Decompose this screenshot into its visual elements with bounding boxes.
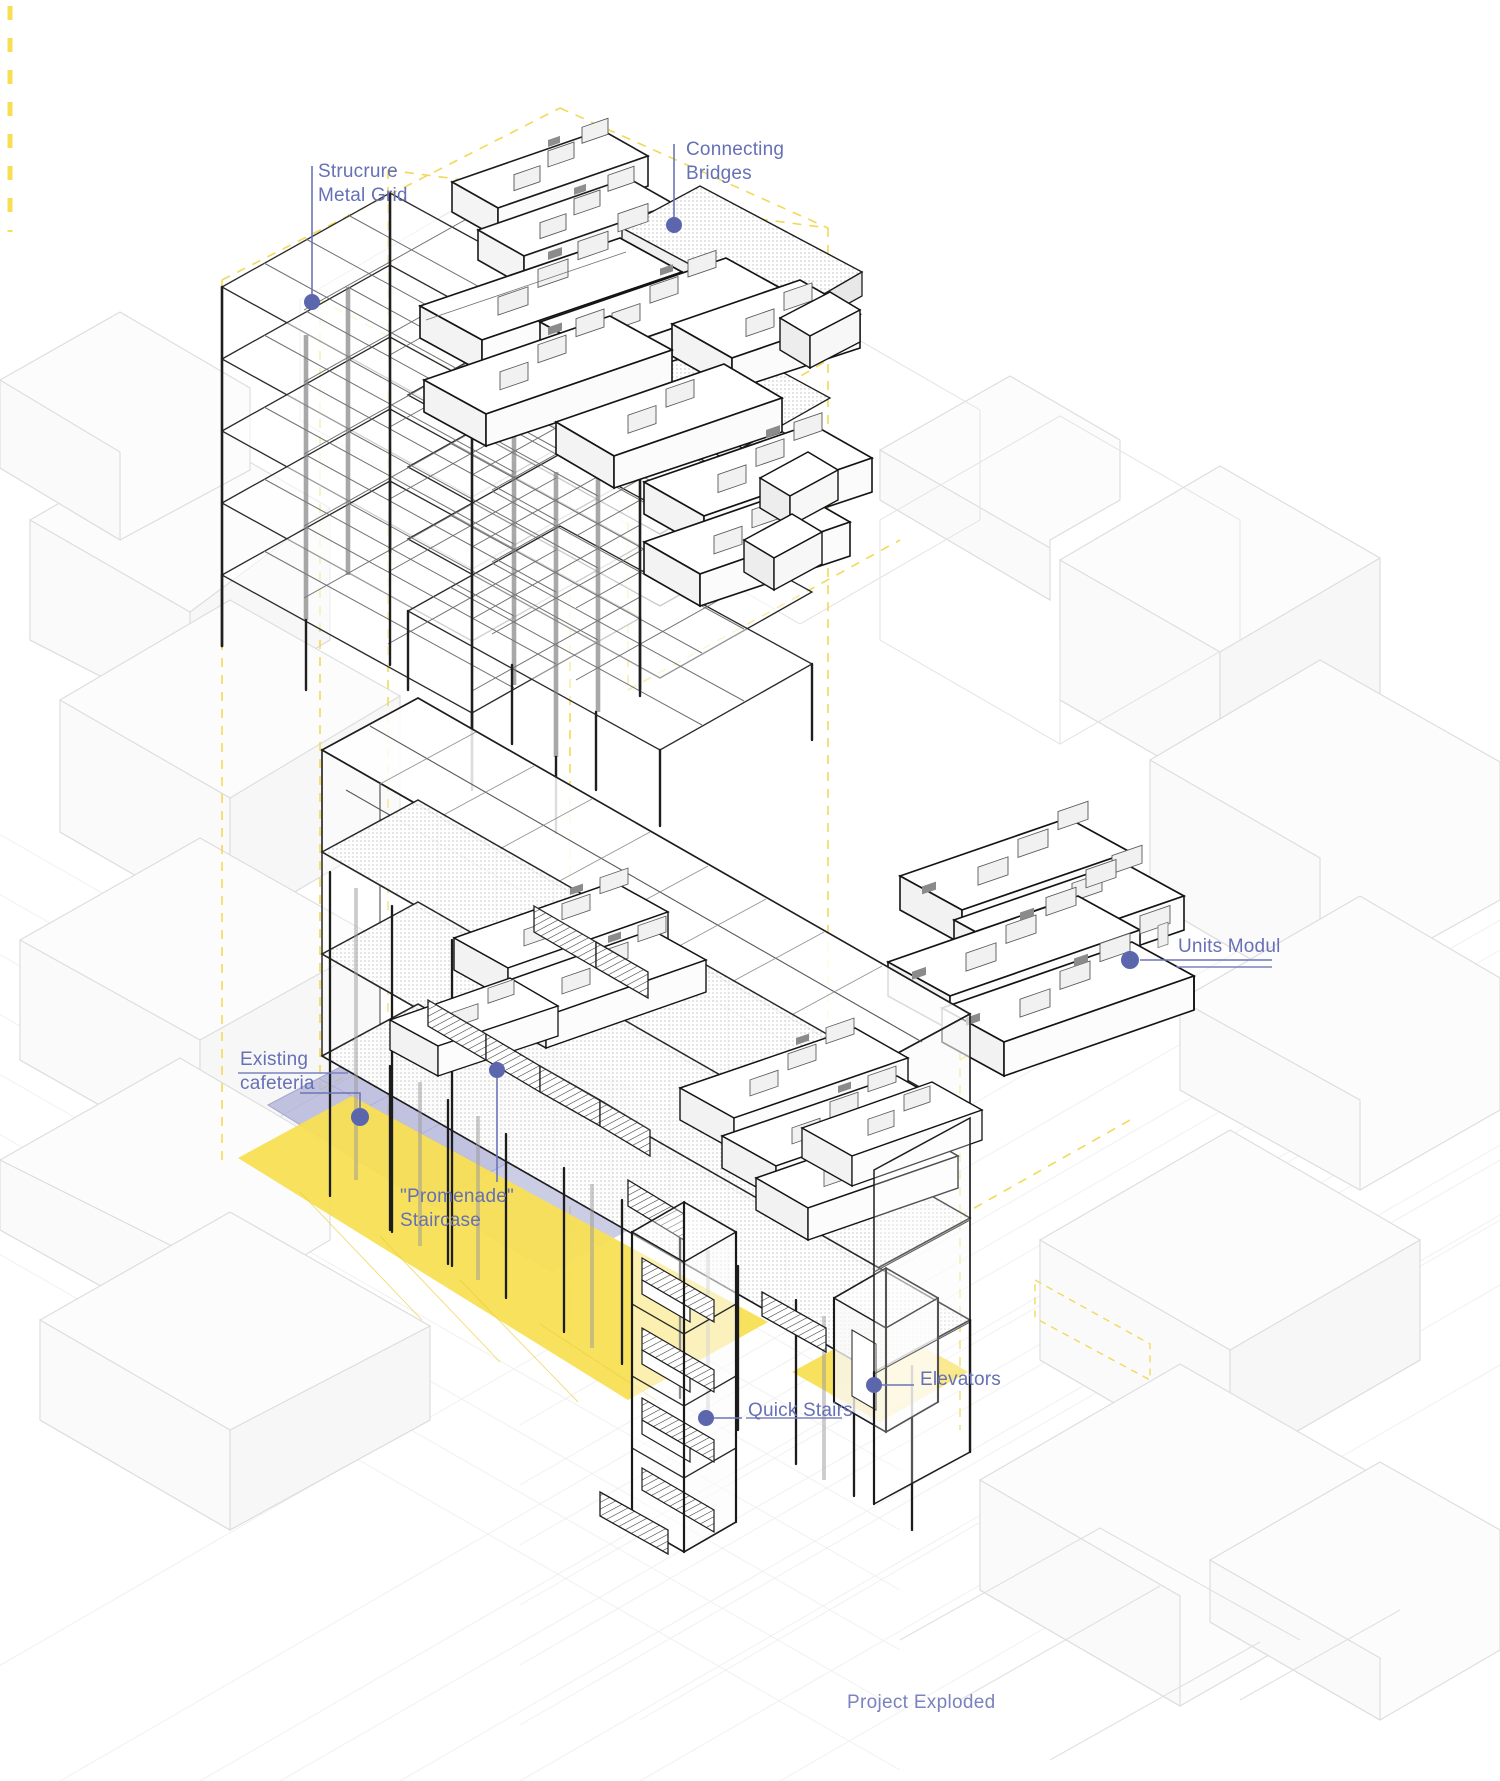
annotation-structure-metal-grid[interactable]: Strucrure Metal Grid <box>318 161 408 207</box>
context-buildings-right <box>879 375 1500 1721</box>
promenade-yellow-strip <box>238 1096 768 1403</box>
leader-lines <box>300 144 1272 1419</box>
leader-dots <box>304 217 1139 1426</box>
label-underlines <box>238 966 1272 1419</box>
annotation-connecting-bridges[interactable]: Connecting Bridges <box>686 139 785 185</box>
unit-module-end <box>778 291 862 370</box>
annotation-promenade-staircase[interactable]: "Promenade" Staircase <box>400 1186 514 1232</box>
annotation-quick-stairs[interactable]: Quick Stairs <box>748 1400 853 1421</box>
promenade-staircase <box>427 904 685 1242</box>
annotation-existing-cafeteria[interactable]: Existing cafeteria <box>240 1049 315 1095</box>
unit-module <box>553 363 785 490</box>
elevator-shafts <box>832 1266 940 1434</box>
unit-module <box>421 308 675 448</box>
unit-module-end <box>742 513 824 592</box>
sheet-caption: Project Exploded <box>847 1692 996 1713</box>
annotation-elevators[interactable]: Elevators <box>920 1369 1002 1390</box>
quick-stairs-tower <box>630 1200 738 1554</box>
unit-module-end <box>758 451 840 528</box>
upper-unit-modules <box>417 117 875 608</box>
context-buildings-left <box>0 311 431 1531</box>
detached-stair-flight <box>599 1290 827 1556</box>
leader-existing-cafeteria <box>300 1092 361 1112</box>
annotation-units-modul[interactable]: Units Modul <box>1178 936 1281 957</box>
site-street-lines <box>899 1527 1401 1761</box>
